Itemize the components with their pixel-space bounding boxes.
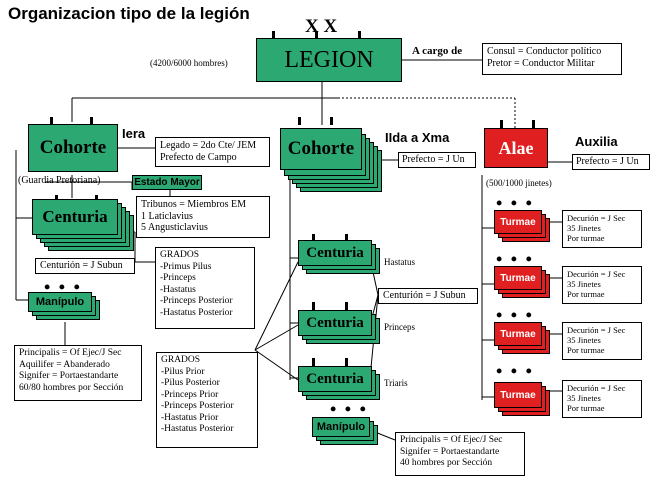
command-line-1: Consul = Conductor político — [487, 46, 602, 57]
left-manipulo-line-4: 60/80 hombres por Sección — [19, 382, 124, 393]
alae-strength: (500/1000 jinetes) — [486, 178, 552, 188]
command-line-2: Pretor = Conductor Militar — [487, 57, 595, 69]
left-dots: • • • — [44, 277, 82, 297]
decurion-1-line-2: 35 Jinetes — [567, 223, 601, 233]
decurion-1-line-3: Por turmae — [567, 233, 605, 243]
legion-number: X X — [305, 16, 338, 37]
decurion-box-2: Decurión = J Sec 35 Jinetes Por turmae — [562, 266, 642, 304]
centuria-hastatus-box: Centuria — [298, 240, 372, 266]
centuria-princeps-role: Princeps — [384, 322, 415, 332]
tribunos-line-1: Tribunos = Miembros EM — [141, 199, 247, 210]
left-grado-5: -Hastatus Posterior — [160, 307, 233, 318]
left-manipulo-line-2: Aquilifer = Abanderado — [19, 359, 110, 370]
middle-grado-3: -Princeps Prior — [161, 389, 219, 400]
middle-grado-6: -Hastatus Posterior — [161, 424, 234, 434]
decurion-box-3: Decurión = J Sec 35 Jinetes Por turmae — [562, 322, 642, 360]
left-cohorte-box: Cohorte — [28, 124, 118, 172]
left-manipulo-info: Principalis = Of Ejec/J Sec Aquilifer = … — [14, 345, 142, 401]
a-cargo-label: A cargo de — [412, 45, 463, 57]
decurion-2-line-1: Decurión = J Sec — [567, 269, 626, 279]
left-grado-2: -Princeps — [160, 273, 196, 283]
tribunos-line-2: 1 Laticlavius — [141, 210, 193, 222]
turmae-box-1: Turmae — [494, 210, 542, 234]
legado-line-1: Legado = 2do Cte/ JEM — [160, 140, 257, 151]
decurion-4-line-2: 35 Jinetes — [567, 393, 601, 403]
left-grado-1: -Primus Pilus — [160, 261, 212, 272]
decurion-3-line-3: Por turmae — [567, 345, 605, 355]
right-prefecto-box: Prefecto = J Un — [572, 154, 650, 170]
middle-centurion-box: Centurión = J Subun — [378, 288, 478, 304]
centuria-princeps-box: Centuria — [298, 310, 372, 336]
middle-grado-5: -Hastatus Prior — [161, 412, 219, 423]
tribunos-line-3: 5 Angusticlavius — [141, 222, 208, 233]
centuria-hastatus-role: Hastatus — [384, 257, 415, 267]
left-grados-title: GRADOS — [160, 250, 200, 260]
middle-grados-title: GRADOS — [161, 355, 201, 365]
tribunos-box: Tribunos = Miembros EM 1 Laticlavius 5 A… — [136, 196, 270, 238]
middle-grado-2: -Pilus Posterior — [161, 378, 220, 388]
legado-box: Legado = 2do Cte/ JEM Prefecto de Campo — [155, 137, 270, 167]
command-box: Consul = Conductor político Pretor = Con… — [482, 43, 622, 75]
turmae-dots-2: • • • — [496, 249, 534, 269]
middle-grados-box: GRADOS -Pilus Prior -Pilus Posterior -Pr… — [156, 352, 258, 448]
left-grado-4: -Princeps Posterior — [160, 296, 233, 306]
middle-manipulo-line-3: 40 hombres por Sección — [400, 458, 493, 468]
legado-line-2: Prefecto de Campo — [160, 151, 237, 163]
middle-grado-1: -Pilus Prior — [161, 366, 205, 377]
middle-prefecto-box: Prefecto = J Un — [398, 152, 476, 168]
decurion-4-line-3: Por turmae — [567, 403, 605, 413]
left-grado-3: -Hastatus — [160, 284, 196, 295]
centuria-triaris-role: Triaris — [384, 378, 408, 388]
middle-dots: • • • — [330, 399, 368, 419]
alae-box: Alae — [484, 128, 548, 168]
left-centurion-box: Centurión = J Subun — [35, 258, 135, 274]
guardia-label: (Guardia Pretoriana) — [18, 175, 101, 186]
centuria-triaris-box: Centuria — [298, 366, 372, 392]
decurion-2-line-2: 35 Jinetes — [567, 279, 601, 289]
decurion-3-line-2: 35 Jinetes — [567, 335, 601, 345]
turmae-dots-3: • • • — [496, 305, 534, 325]
turmae-dots-1: • • • — [496, 193, 534, 213]
turmae-dots-4: • • • — [496, 361, 534, 381]
turmae-box-4: Turmae — [494, 382, 542, 408]
right-ordinal: Auxilia — [575, 134, 618, 149]
middle-manipulo-info: Principalis = Of Ejec/J Sec Signifer = P… — [395, 432, 525, 476]
decurion-2-line-3: Por turmae — [567, 289, 605, 299]
left-ordinal: Iera — [122, 126, 146, 141]
decurion-box-1: Decurión = J Sec 35 Jinetes Por turmae — [562, 210, 642, 248]
turmae-box-3: Turmae — [494, 322, 542, 346]
left-manipulo-line-1: Principalis = Of Ejec/J Sec — [19, 348, 122, 358]
decurion-4-line-1: Decurión = J Sec — [567, 383, 626, 393]
decurion-1-line-1: Decurión = J Sec — [567, 213, 626, 223]
left-manipulo-box: Manípulo — [28, 292, 92, 312]
left-grados-box: GRADOS -Primus Pilus -Princeps -Hastatus… — [155, 247, 255, 329]
estado-mayor-box: Estado Mayor — [132, 175, 202, 190]
middle-ordinal: IIda a Xma — [385, 130, 450, 145]
decurion-3-line-1: Decurión = J Sec — [567, 325, 626, 335]
left-manipulo-line-3: Signifer = Portaestandarte — [19, 371, 119, 381]
left-centuria-box: Centuria — [32, 199, 118, 235]
legion-box: LEGION — [256, 38, 402, 82]
legion-strength: (4200/6000 hombres) — [150, 58, 228, 68]
middle-manipulo-box: Manípulo — [312, 417, 370, 437]
middle-cohorte-box: Cohorte — [280, 128, 362, 170]
middle-manipulo-line-2: Signifer = Portaestandarte — [400, 446, 500, 457]
middle-manipulo-line-1: Principalis = Of Ejec/J Sec — [400, 435, 503, 445]
turmae-box-2: Turmae — [494, 266, 542, 290]
decurion-box-4: Decurión = J Sec 35 Jinetes Por turmae — [562, 380, 642, 418]
middle-grado-4: -Princeps Posterior — [161, 401, 234, 411]
page-title: Organizacion tipo de la legión — [8, 4, 250, 23]
